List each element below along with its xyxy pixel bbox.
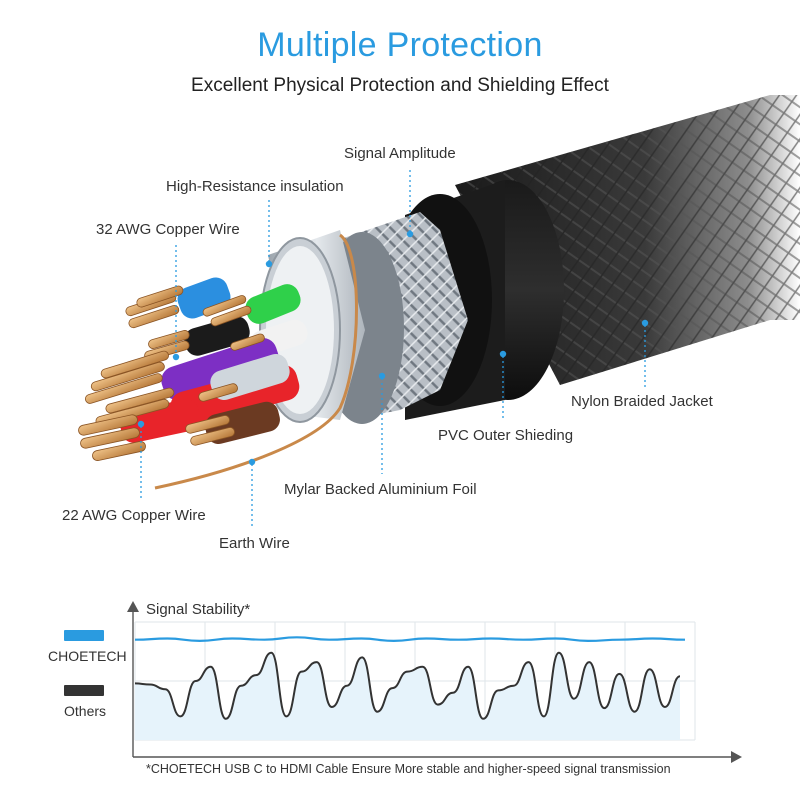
callout-signal-amplitude: Signal Amplitude: [344, 145, 456, 162]
callout-22awg-copper-wire: 22 AWG Copper Wire: [62, 507, 206, 524]
legend-label-others: Others: [64, 703, 107, 719]
page-subtitle: Excellent Physical Protection and Shield…: [191, 75, 609, 96]
callout-earth-wire: Earth Wire: [219, 535, 290, 552]
legend-swatch-choetech: [64, 630, 104, 641]
chart-footnote: *CHOETECH USB C to HDMI Cable Ensure Mor…: [146, 762, 671, 776]
callout-mylar-aluminium-foil: Mylar Backed Aluminium Foil: [284, 481, 477, 498]
callout-leaders: [137, 170, 649, 528]
page-title: Multiple Protection: [257, 26, 543, 64]
chart-title: Signal Stability*: [146, 601, 251, 618]
chart-axes: [127, 601, 742, 763]
earth-wire: [154, 233, 358, 490]
callout-high-resistance-insulation: High-Resistance insulation: [166, 178, 344, 195]
others-area-fill: [135, 652, 680, 740]
callout-nylon-braided-jacket: Nylon Braided Jacket: [571, 393, 713, 410]
legend-label-choetech: CHOETECH: [48, 648, 127, 664]
callout-32awg-copper-wire: 32 AWG Copper Wire: [96, 221, 240, 238]
choetech-series-line: [134, 636, 686, 643]
callout-pvc-outer-shielding: PVC Outer Shieding: [438, 427, 574, 444]
inner-conductors: [119, 277, 308, 444]
legend-swatch-others: [64, 685, 104, 696]
others-series-line: [134, 651, 681, 720]
copper-strands: [78, 285, 265, 461]
